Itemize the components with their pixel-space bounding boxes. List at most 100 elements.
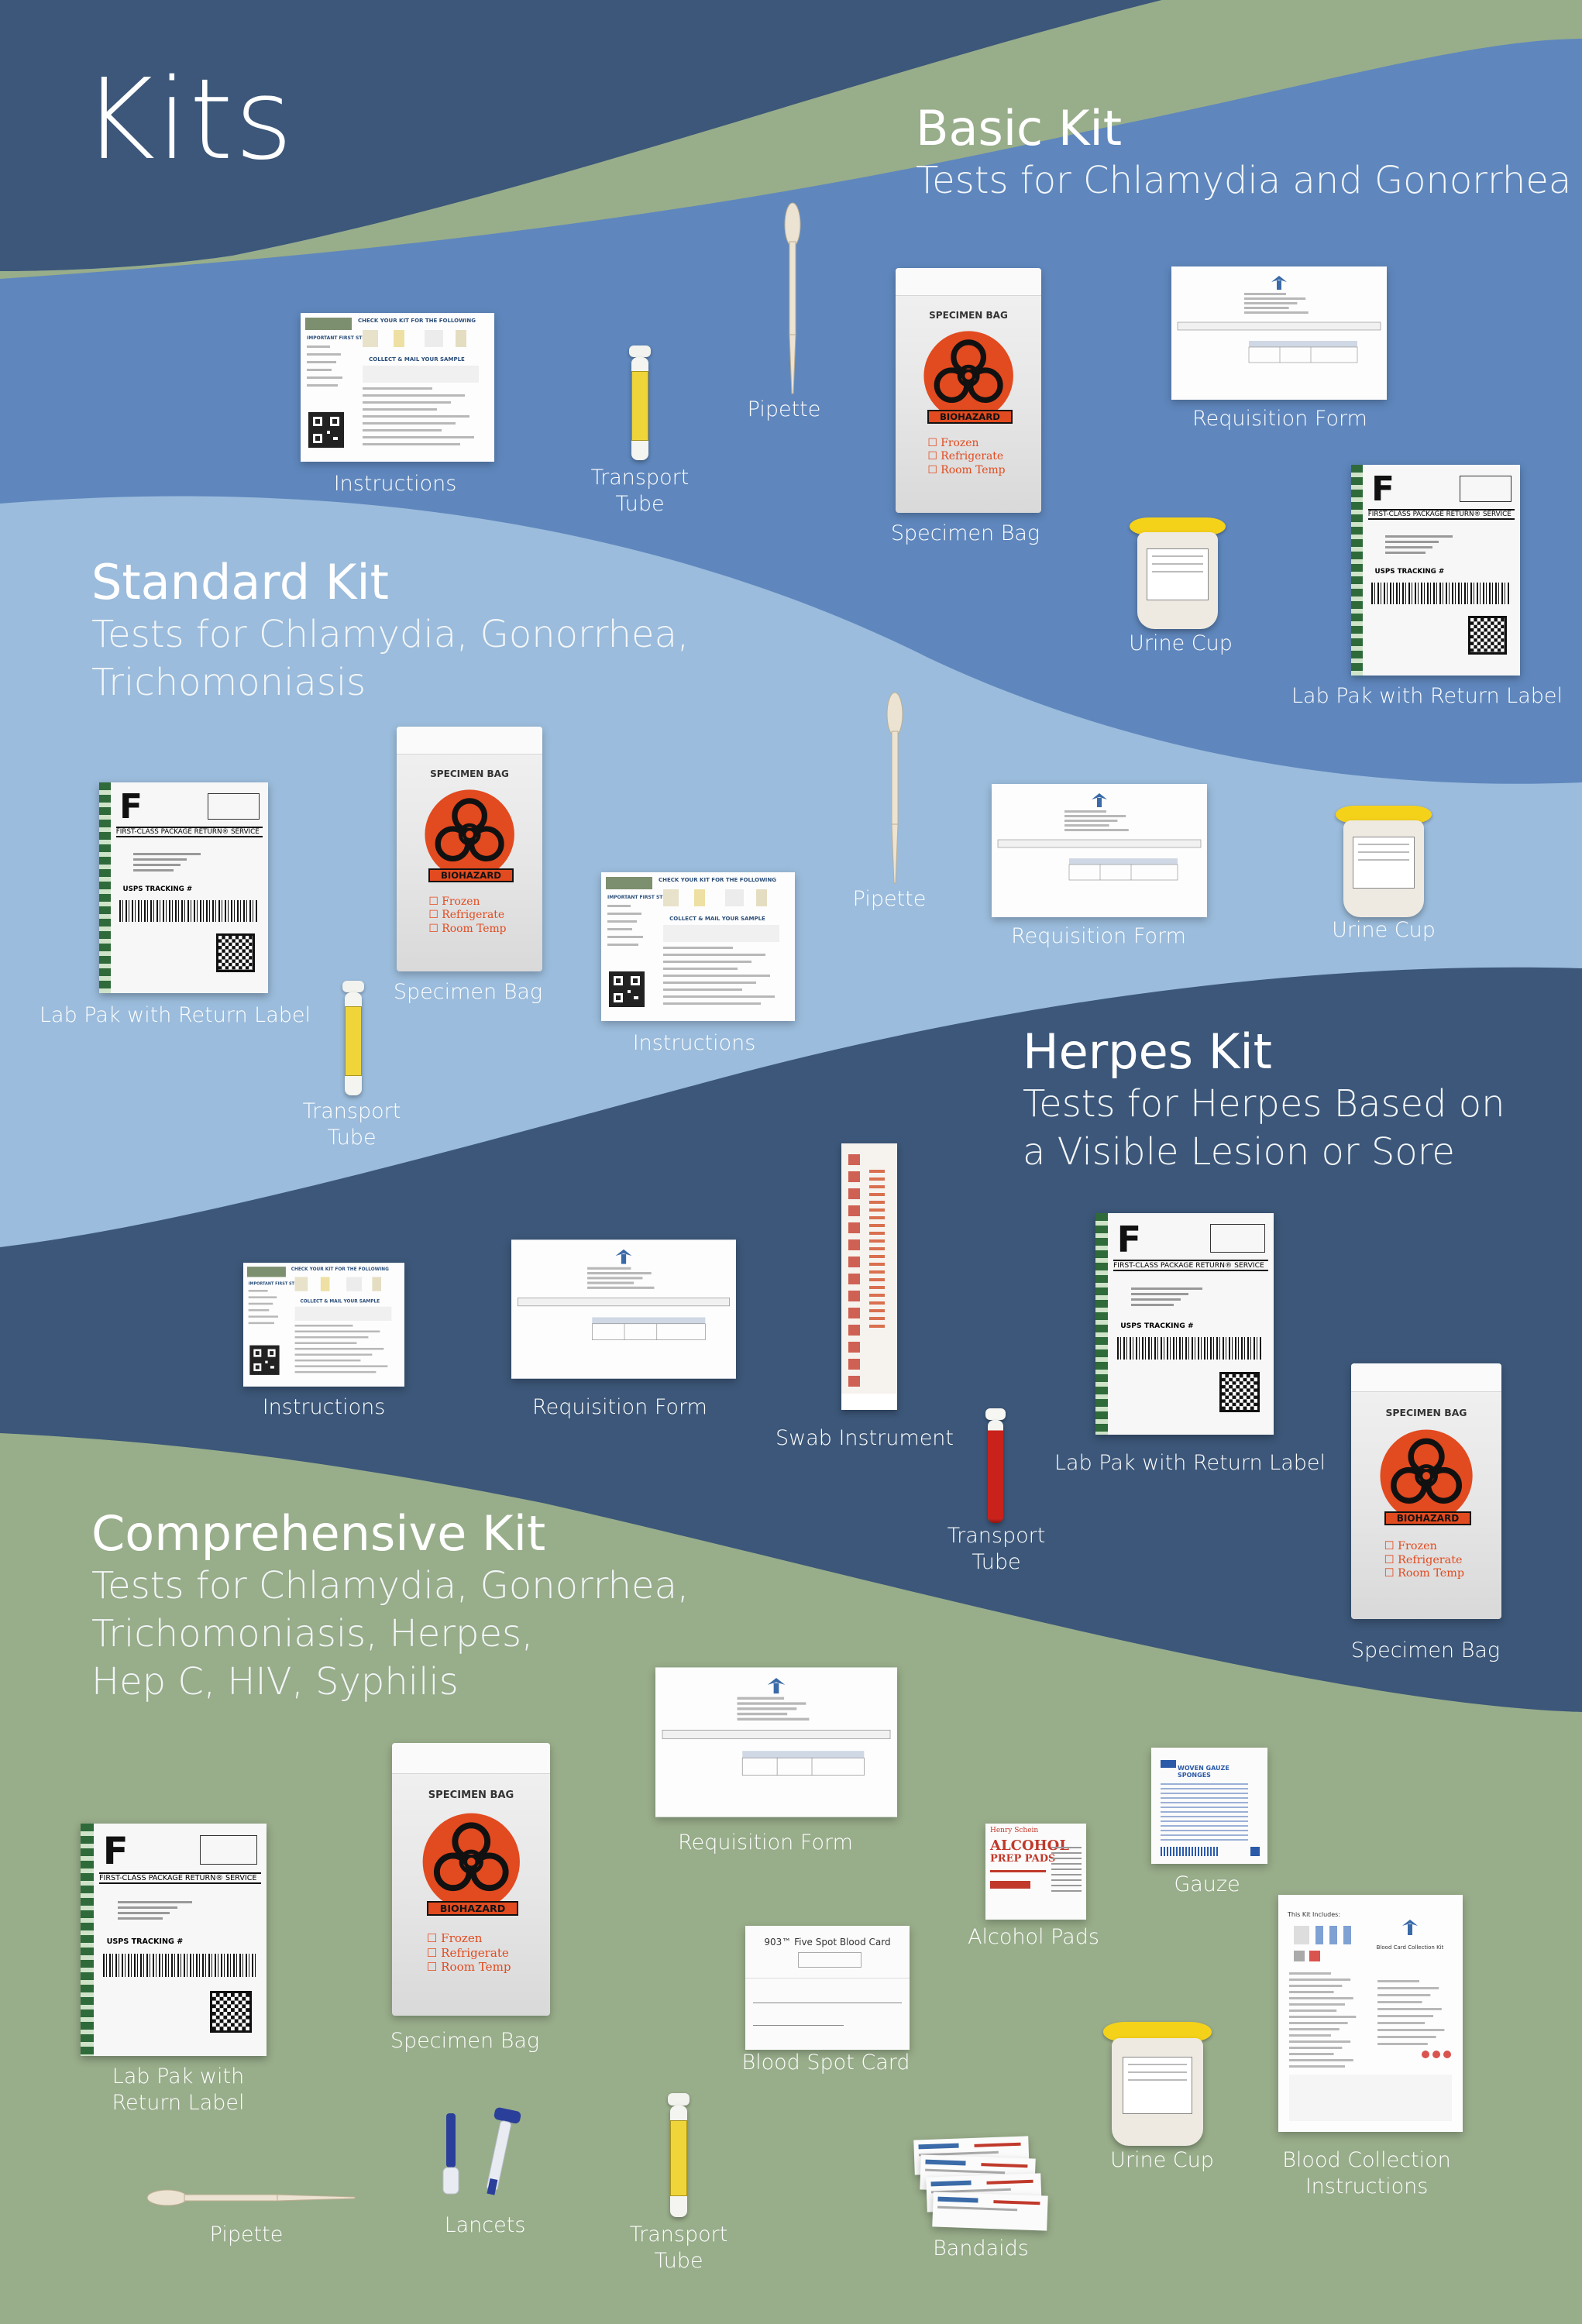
lab-pak-service: FIRST-CLASS PACKAGE RETURN® SERVICE <box>1113 1260 1269 1272</box>
basic-specimen-bag: SPECIMEN BAG BIOHAZARD ☐ Frozen☐ Refrige… <box>896 268 1041 513</box>
instructions-collect-text: COLLECT & MAIL YOUR SAMPLE <box>669 916 765 922</box>
blood-card-title: 903™ Five Spot Blood Card <box>764 1937 891 1948</box>
standard-pipette-caption: Pipette <box>852 887 927 911</box>
instructions-first-steps-text: IMPORTANT FIRST STEPS <box>249 1281 303 1286</box>
room-temp-checkbox: ☐ Room Temp <box>1384 1567 1465 1580</box>
herpes-swab-caption: Swab Instrument <box>775 1426 954 1450</box>
instructions-header-text: CHECK YOUR KIT FOR THE FOLLOWING <box>659 877 776 883</box>
herpes-swab-instrument <box>841 1143 897 1410</box>
comprehensive-specimen-bag: SPECIMEN BAG BIOHAZARD ☐ Frozen☐ Refrige… <box>392 1743 550 2016</box>
comprehensive-specimen-bag-caption: Specimen Bag <box>390 2029 540 2053</box>
comprehensive-lancets-caption: Lancets <box>444 2213 526 2237</box>
comprehensive-bandaids <box>913 2136 1048 2234</box>
comprehensive-transport-tube-caption: Transport Tube <box>629 2223 728 2273</box>
biohazard-icon <box>425 789 514 879</box>
standard-lab-pak: F FIRST-CLASS PACKAGE RETURN® SERVICE US… <box>99 782 268 993</box>
comprehensive-lab-pak: F FIRST-CLASS PACKAGE RETURN® SERVICE US… <box>81 1824 267 2056</box>
standard-transport-tube <box>342 981 364 1095</box>
gauze-label: WOVEN GAUZE SPONGES <box>1178 1765 1229 1779</box>
instructions-header-text: CHECK YOUR KIT FOR THE FOLLOWING <box>291 1267 389 1272</box>
gauze-barcode <box>1161 1847 1219 1856</box>
herpes-specimen-bag-caption: Specimen Bag <box>1350 1638 1501 1662</box>
comprehensive-bandaids-caption: Bandaids <box>933 2236 1029 2260</box>
herpes-kit-title: Herpes Kit <box>1023 1023 1272 1080</box>
lab-pak-letter: F <box>119 787 143 827</box>
specimen-bag-label: SPECIMEN BAG <box>1385 1407 1467 1419</box>
basic-urine-cup <box>1130 517 1226 629</box>
herpes-requisition-form <box>511 1239 736 1379</box>
comprehensive-requisition-form <box>655 1667 897 1817</box>
lab-pak-service: FIRST-CLASS PACKAGE RETURN® SERVICE <box>1367 509 1515 521</box>
comprehensive-kit-title: Comprehensive Kit <box>91 1505 546 1562</box>
barcode <box>1116 1337 1264 1360</box>
standard-instructions-sheet: CHECK YOUR KIT FOR THE FOLLOWING IMPORTA… <box>601 872 795 1021</box>
barcode <box>1371 583 1510 604</box>
alcohol-sub: PREP PADS <box>990 1853 1056 1865</box>
comprehensive-pipette-caption: Pipette <box>209 2223 284 2247</box>
frozen-checkbox: ☐ Frozen <box>1384 1539 1437 1552</box>
herpes-kit-heading: Herpes Kit Tests for Herpes Based on a V… <box>1023 1024 1505 1176</box>
basic-instructions-caption: Instructions <box>333 472 457 496</box>
lab-pak-tracking: USPS TRACKING # <box>106 1937 184 1946</box>
standard-instructions-caption: Instructions <box>632 1031 756 1055</box>
comprehensive-requisition-form-caption: Requisition Form <box>678 1831 853 1855</box>
herpes-instructions-caption: Instructions <box>262 1395 386 1419</box>
instructions-first-steps-text: IMPORTANT FIRST STEPS <box>307 335 372 341</box>
biohazard-label: BIOHAZARD <box>1384 1511 1472 1526</box>
specimen-bag-label: SPECIMEN BAG <box>430 768 509 779</box>
standard-kit-title: Standard Kit <box>91 554 389 610</box>
blood-instructions-title: Blood Card Collection Kit <box>1377 1944 1444 1951</box>
lab-pak-service: FIRST-CLASS PACKAGE RETURN® SERVICE <box>99 1872 261 1884</box>
comprehensive-lab-pak-caption: Lab Pak with Return Label <box>112 2064 245 2115</box>
instructions-first-steps-text: IMPORTANT FIRST STEPS <box>607 895 672 900</box>
herpes-instructions-sheet: CHECK YOUR KIT FOR THE FOLLOWING IMPORTA… <box>243 1263 404 1387</box>
comprehensive-kit-subtitle-line-1: Tests for Chlamydia, Gonorrhea, <box>91 1564 690 1607</box>
biohazard-icon <box>422 1813 520 1910</box>
refrigerate-checkbox: ☐ Refrigerate <box>927 450 1004 463</box>
instructions-collect-text: COLLECT & MAIL YOUR SAMPLE <box>300 1300 380 1305</box>
standard-requisition-form-caption: Requisition Form <box>1011 924 1186 948</box>
basic-lab-pak: F FIRST-CLASS PACKAGE RETURN® SERVICE US… <box>1351 465 1520 676</box>
basic-lab-pak-caption: Lab Pak with Return Label <box>1291 684 1563 708</box>
comprehensive-gauze: WOVEN GAUZE SPONGES <box>1151 1748 1267 1864</box>
comprehensive-lancets <box>438 2106 531 2206</box>
comprehensive-blood-spot-card: 903™ Five Spot Blood Card <box>745 1926 910 2050</box>
alcohol-title: ALCOHOL <box>990 1838 1069 1854</box>
standard-kit-subtitle-line-2: Trichomoniasis <box>91 661 366 704</box>
standard-specimen-bag: SPECIMEN BAG BIOHAZARD ☐ Frozen☐ Refrige… <box>397 727 542 971</box>
frozen-checkbox: ☐ Frozen <box>428 896 480 909</box>
barcode <box>119 900 258 922</box>
standard-specimen-bag-caption: Specimen Bag <box>393 980 543 1004</box>
barcode <box>102 1954 256 1977</box>
lab-pak-service: FIRST-CLASS PACKAGE RETURN® SERVICE <box>115 827 263 838</box>
basic-urine-cup-caption: Urine Cup <box>1129 631 1233 655</box>
comprehensive-alcohol-pads: Henry Schein ALCOHOL PREP PADS <box>985 1824 1086 1920</box>
herpes-transport-tube <box>985 1408 1006 1523</box>
basic-kit-subtitle-line-1: Tests for Chlamydia and Gonorrhea <box>916 159 1572 202</box>
refrigerate-checkbox: ☐ Refrigerate <box>426 1945 509 1960</box>
biohazard-label: BIOHAZARD <box>927 410 1013 425</box>
comprehensive-pipette <box>146 2186 356 2209</box>
lab-pak-tracking: USPS TRACKING # <box>1374 568 1445 576</box>
standard-urine-cup-caption: Urine Cup <box>1332 918 1436 942</box>
standard-kit-subtitle-line-1: Tests for Chlamydia, Gonorrhea, <box>91 613 690 656</box>
biohazard-label: BIOHAZARD <box>426 1901 519 1917</box>
lab-pak-letter: F <box>1371 469 1395 509</box>
instructions-collect-text: COLLECT & MAIL YOUR SAMPLE <box>369 356 465 363</box>
instructions-header-text: CHECK YOUR KIT FOR THE FOLLOWING <box>358 318 476 324</box>
lab-pak-letter: F <box>102 1830 129 1873</box>
refrigerate-checkbox: ☐ Refrigerate <box>1384 1553 1463 1566</box>
standard-requisition-form <box>992 784 1207 917</box>
basic-kit-title: Basic Kit <box>916 100 1123 156</box>
lab-pak-tracking: USPS TRACKING # <box>122 885 193 894</box>
standard-kit-heading: Standard Kit Tests for Chlamydia, Gonorr… <box>91 555 689 706</box>
comprehensive-transport-tube <box>668 2093 690 2217</box>
comprehensive-kit-subtitle-line-2: Trichomoniasis, Herpes, <box>91 1612 534 1655</box>
standard-pipette <box>883 691 906 885</box>
comprehensive-blood-spot-card-caption: Blood Spot Card <box>741 2051 910 2075</box>
herpes-requisition-form-caption: Requisition Form <box>532 1395 707 1419</box>
basic-pipette-caption: Pipette <box>747 397 821 421</box>
comprehensive-kit-subtitle-line-3: Hep C, HIV, Syphilis <box>91 1660 459 1703</box>
herpes-specimen-bag: SPECIMEN BAG BIOHAZARD ☐ Frozen☐ Refrige… <box>1351 1363 1501 1619</box>
blood-instructions-includes: This Kit Includes: <box>1287 1911 1340 1918</box>
